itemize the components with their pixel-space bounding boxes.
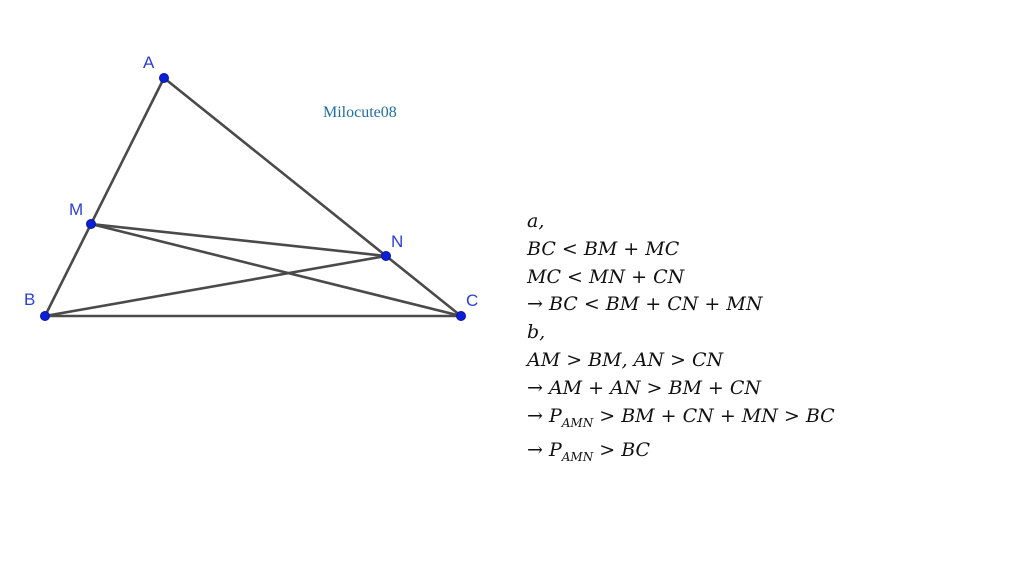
segment-AC [162,76,463,318]
perimeter-line-1: → PAMN > BM + CN + MN > BC [527,403,835,438]
point-C [456,311,466,321]
segment-AB [43,76,166,318]
proof-text: a, BC < BM + MC MC < MN + CN → BC < BM +… [527,208,835,472]
point-labels: A B C M N [24,53,478,310]
perimeter-prefix: → P [527,404,562,427]
perimeter-suffix: > BC [593,439,651,462]
point-label-C: C [466,291,478,310]
part-a-line-1: BC < BM + MC [527,237,680,260]
point-label-A: A [143,53,155,72]
perimeter-prefix: → P [527,439,562,462]
part-a-line-2: MC < MN + CN [527,265,685,288]
part-b-heading: b, [527,321,546,344]
point-label-N: N [391,232,403,251]
watermark-text: Milocute08 [323,104,397,121]
part-a-heading: a, [527,210,545,232]
part-a-line-3: → BC < BM + CN + MN [527,293,763,316]
perimeter-subscript: AMN [561,415,594,430]
segment-MC [89,222,463,318]
segments [43,76,463,318]
point-label-M: M [69,200,83,219]
perimeter-line-2: → PAMN > BC [527,437,835,472]
part-b-line-2: → AM + AN > BM + CN [527,376,762,399]
segment-BN [43,254,388,318]
point-M [86,219,96,229]
point-B [40,311,50,321]
perimeter-subscript: AMN [561,450,594,465]
point-A [159,73,169,83]
point-N [381,251,391,261]
perimeter-suffix: > BM + CN + MN > BC [593,404,835,427]
point-label-B: B [24,290,35,309]
part-b-line-1: AM > BM, AN > CN [527,348,724,371]
segment-MN [89,222,388,258]
points [40,73,466,321]
